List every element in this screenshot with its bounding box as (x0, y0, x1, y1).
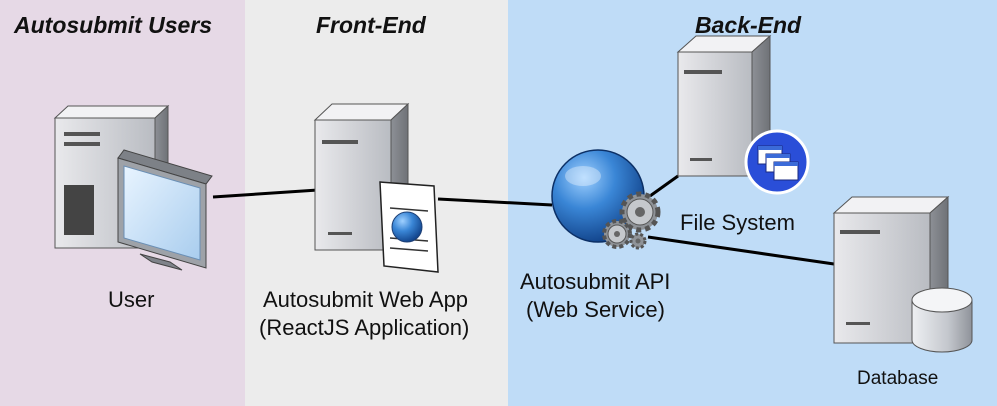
gear-icon (619, 191, 661, 233)
lane-title-back-end: Back-End (695, 12, 802, 38)
connection-webapp-api (437, 197, 553, 207)
lane-title-front-end: Front-End (316, 12, 426, 38)
gear-icon (602, 219, 632, 249)
database-label: Database (857, 368, 939, 389)
database-cylinder-icon (911, 287, 973, 353)
globe-gears-icon (551, 149, 661, 250)
api-label: Autosubmit API (520, 269, 671, 294)
desktop-computer-icon (53, 104, 213, 271)
filesystem-label: File System (680, 210, 795, 235)
webapp-label: Autosubmit Web App (263, 287, 469, 312)
api-sublabel: (Web Service) (526, 297, 665, 322)
connection-user-webapp (212, 188, 319, 199)
lane-title-users: Autosubmit Users (14, 12, 213, 38)
connection-api-filesystem (649, 174, 679, 198)
user-label: User (108, 287, 155, 312)
database-server-icon (832, 195, 973, 353)
web-server-icon (313, 102, 439, 273)
lane-front-end: Front-End (245, 0, 508, 406)
gear-icon (629, 232, 647, 250)
connection-api-database (647, 235, 835, 266)
windows-icon (757, 145, 799, 181)
file-server-icon (676, 34, 810, 195)
webapp-sublabel: (ReactJS Application) (259, 315, 470, 340)
